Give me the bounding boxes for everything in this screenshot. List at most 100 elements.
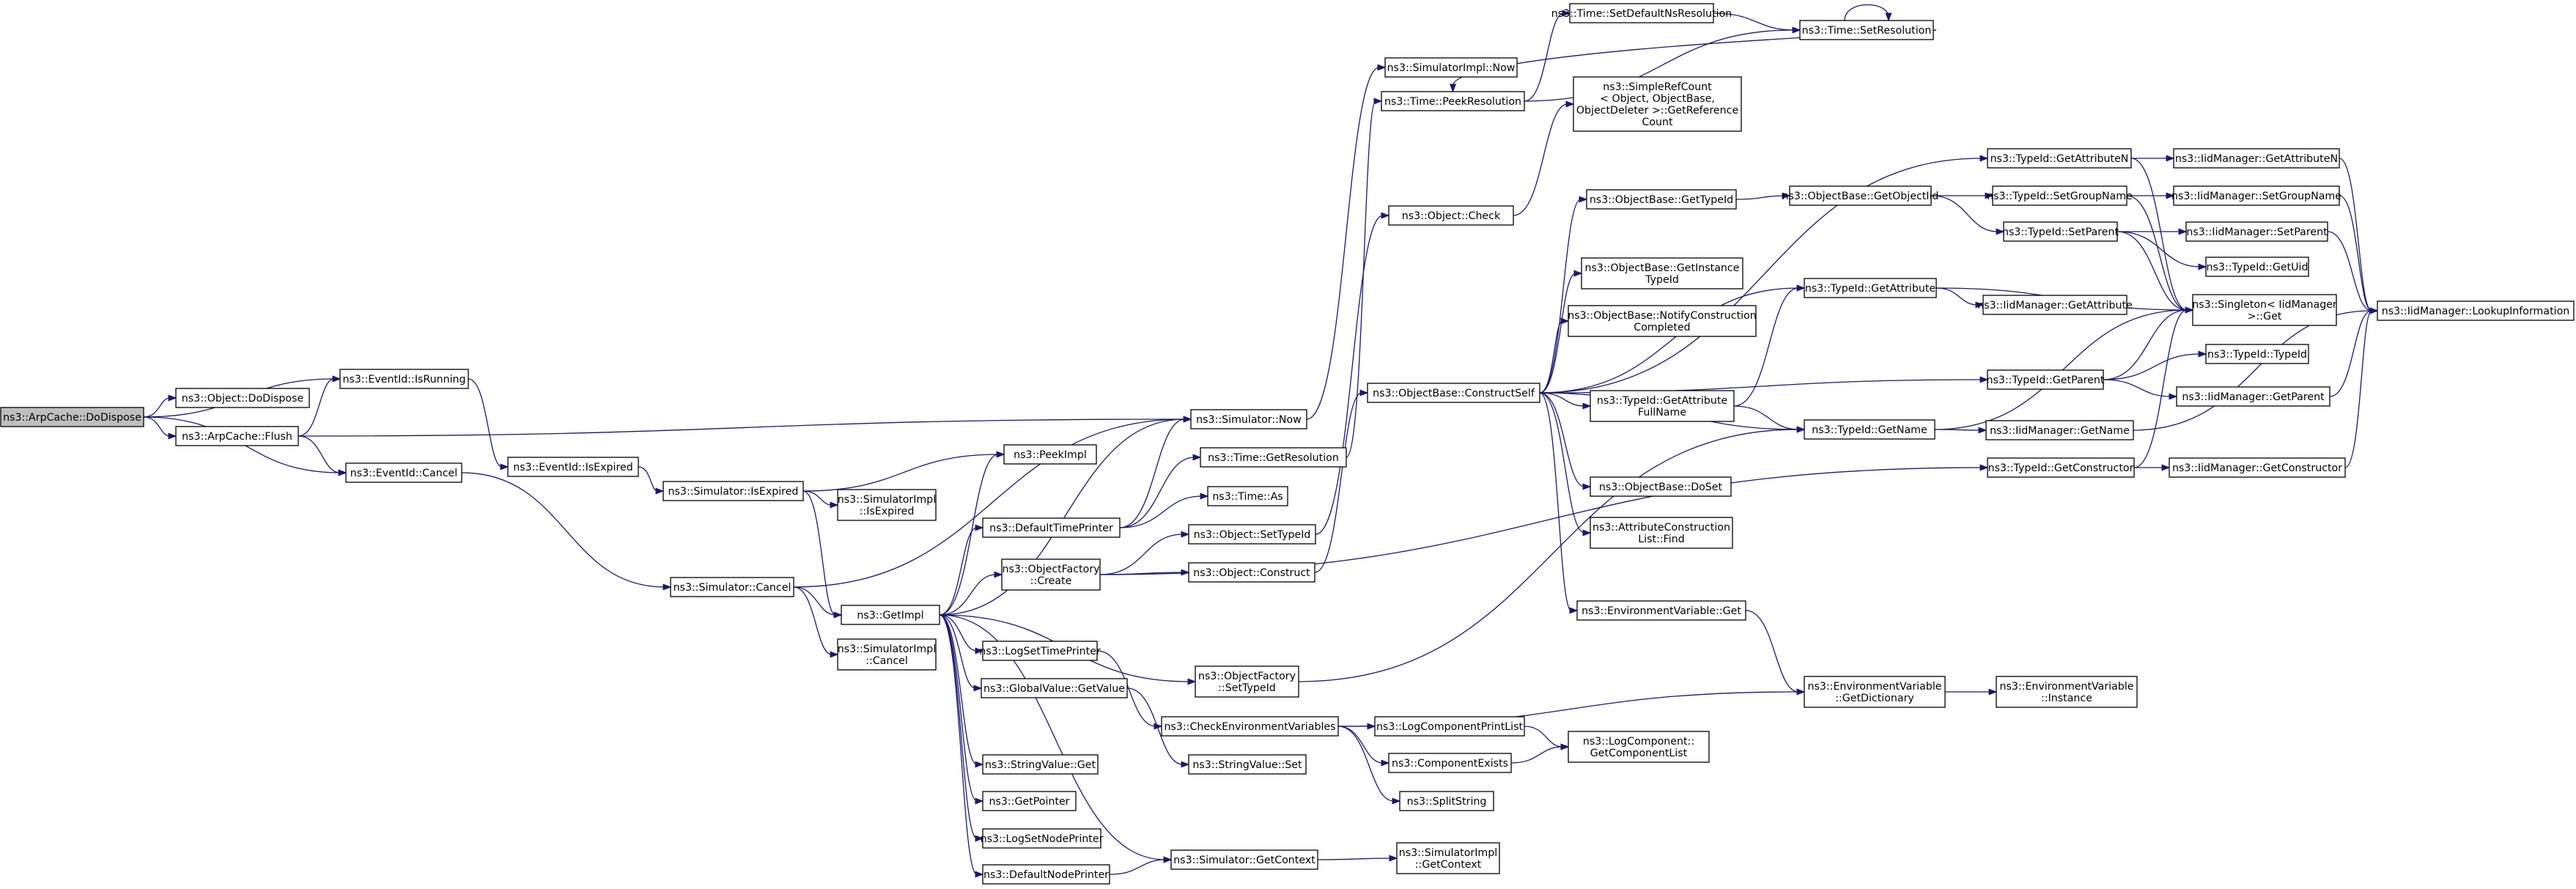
node-label: ns3::TypeId::GetConstructor — [1988, 462, 2134, 474]
graph-node[interactable]: ns3::Simulator::GetContext — [1170, 849, 1318, 870]
node-box — [1001, 558, 1101, 591]
node-label: ns3::GlobalValue::GetValue — [983, 683, 1125, 695]
graph-node[interactable]: ns3::PeekImpl — [1003, 444, 1097, 465]
graph-node[interactable]: ns3::Simulator::Cancel — [670, 577, 794, 597]
graph-node[interactable]: ns3::GlobalValue::GetValue — [981, 678, 1128, 698]
graph-node[interactable]: ns3::TypeId::TypeId — [2205, 344, 2309, 364]
graph-node[interactable]: ns3::SimpleRefCount< Object, ObjectBase,… — [1573, 76, 1742, 132]
edge-arrowhead — [1979, 155, 1989, 162]
edge-arrowhead — [1562, 10, 1571, 17]
edge-path — [793, 586, 833, 655]
graph-node[interactable]: ns3::ObjectBase::ConstructSelf — [1367, 383, 1540, 403]
graph-node[interactable]: ns3::TypeId::GetUid — [2205, 257, 2309, 277]
graph-node[interactable]: ns3::Time::PeekResolution — [1381, 91, 1525, 111]
graph-node[interactable]: ns3::StringValue::Get — [982, 754, 1099, 775]
graph-edge — [298, 416, 1192, 437]
node-label: ns3::ObjectFactory — [1003, 564, 1100, 575]
node-label: ns3::ArpCache::Flush — [182, 431, 292, 443]
graph-node[interactable]: ns3::IidManager::GetParent — [2176, 386, 2330, 407]
graph-node[interactable]: ns3::Simulator::IsExpired — [663, 481, 804, 501]
graph-node[interactable]: ns3::LogComponentPrintList — [1374, 716, 1525, 737]
edge-arrowhead — [1975, 301, 1985, 309]
graph-node[interactable]: ns3::SimulatorImpl::Now — [1384, 57, 1518, 78]
graph-node[interactable]: ns3::CheckEnvironmentVariables — [1161, 716, 1339, 737]
graph-node[interactable]: ns3::GetImpl — [841, 605, 940, 625]
graph-node[interactable]: ns3::SplitString — [1399, 791, 1494, 811]
graph-node[interactable]: ns3::TypeId::GetParent — [1986, 369, 2105, 390]
graph-edge — [1109, 856, 1173, 875]
graph-node[interactable]: ns3::TypeId::GetConstructor — [1987, 457, 2135, 478]
graph-node[interactable]: ns3::ObjectFactory::Create — [1001, 558, 1101, 591]
graph-node[interactable]: ns3::DefaultTimePrinter — [982, 517, 1121, 538]
edge-path — [2126, 195, 2188, 311]
graph-node[interactable]: ns3::Object::Check — [1388, 205, 1514, 226]
graph-node[interactable]: ns3::IidManager::SetGroupName — [2171, 185, 2341, 206]
graph-node[interactable]: ns3::LogSetTimePrinter — [979, 641, 1101, 661]
graph-node[interactable]: ns3::GetPointer — [982, 791, 1077, 811]
graph-node[interactable]: ns3::Object::SetTypeId — [1188, 524, 1316, 545]
graph-edge — [802, 490, 843, 619]
graph-node[interactable]: ns3::SimulatorImpl::GetContext — [1396, 842, 1500, 874]
graph-node[interactable]: ns3::IidManager::LookupInformation — [2377, 300, 2575, 321]
edge-arrowhead — [1565, 100, 1575, 108]
graph-node[interactable]: ns3::EnvironmentVariable::Instance — [1996, 676, 2138, 708]
graph-node[interactable]: ns3::IidManager::GetConstructor — [2169, 457, 2346, 478]
node-label: ns3::ObjectBase::ConstructSelf — [1373, 388, 1535, 399]
graph-node[interactable]: ns3::TypeId::GetName — [1804, 419, 1935, 440]
graph-node[interactable]: ns3::EnvironmentVariable::GetDictionary — [1804, 676, 1946, 708]
graph-node[interactable]: ns3::LogSetNodePrinter — [981, 828, 1104, 849]
node-box — [1388, 753, 1512, 773]
edge-arrowhead — [975, 761, 984, 768]
graph-node[interactable]: ns3::EventId::IsRunning — [339, 369, 469, 389]
graph-node[interactable]: ns3::Object::DoDispose — [175, 388, 310, 408]
edge-arrowhead — [1988, 688, 1998, 696]
graph-node[interactable]: ns3::ObjectBase::GetTypeId — [1586, 189, 1737, 210]
graph-node[interactable]: ns3::Time::As — [1207, 486, 1288, 506]
graph-node[interactable]: ns3::ArpCache::Flush — [175, 426, 299, 446]
graph-edge — [1510, 743, 1570, 764]
graph-node[interactable]: ns3::EventId::Cancel — [345, 462, 462, 483]
graph-node[interactable]: ns3::SimulatorImpl::Cancel — [837, 638, 937, 671]
graph-node[interactable]: ns3::IidManager::GetAttribute — [1977, 295, 2133, 315]
graph-node[interactable]: ns3::DefaultNodePrinter — [982, 864, 1110, 885]
edge-path — [939, 614, 976, 689]
graph-node[interactable]: ns3::ObjectBase::NotifyConstructionCompl… — [1568, 305, 1757, 337]
node-box — [1207, 486, 1288, 506]
graph-node[interactable]: ns3::TypeId::SetGroupName — [1987, 185, 2133, 206]
node-box — [1590, 517, 1733, 549]
edge-arrowhead — [168, 432, 177, 440]
graph-node[interactable]: ns3::ArpCache::DoDispose — [0, 407, 144, 427]
graph-node[interactable]: ns3::Singleton< IidManager >::Get — [2192, 294, 2337, 326]
edge-arrowhead — [833, 611, 843, 619]
edge-path — [939, 614, 978, 875]
graph-node[interactable]: ns3::IidManager::GetAttributeN — [2173, 148, 2340, 169]
graph-node[interactable]: ns3::TypeId::GetAttribute — [1804, 278, 1937, 298]
graph-node[interactable]: ns3::IidManager::GetName — [1985, 420, 2134, 440]
edge-arrowhead — [1181, 531, 1190, 538]
graph-node[interactable]: ns3::ComponentExists — [1388, 753, 1512, 773]
graph-node[interactable]: ns3::StringValue::Set — [1188, 754, 1307, 775]
graph-node[interactable]: ns3::ObjectBase::DoSet — [1590, 476, 1732, 497]
graph-node[interactable]: ns3::LogComponent::GetComponentList — [1568, 731, 1710, 763]
node-label: ns3::Singleton< IidManager — [2192, 299, 2337, 311]
graph-node[interactable]: ns3::Time::SetResolution — [1799, 20, 1934, 40]
node-label: ns3::EnvironmentVariable — [1807, 681, 1941, 693]
node-label: ::SetTypeId — [1218, 682, 1276, 694]
graph-node[interactable]: ns3::Time::GetResolution — [1200, 447, 1347, 468]
edge-arrowhead — [1582, 402, 1592, 410]
graph-node[interactable]: ns3::TypeId::GetAttributeN — [1987, 148, 2132, 169]
graph-node[interactable]: ns3::Object::Construct — [1188, 562, 1315, 583]
graph-node[interactable]: ns3::ObjectBase::GetObjectIid — [1782, 185, 1939, 206]
graph-node[interactable]: ns3::Time::SetDefaultNsResolution — [1551, 3, 1732, 23]
graph-node[interactable]: ns3::Simulator::Now — [1190, 409, 1307, 429]
graph-node[interactable]: ns3::IidManager::SetParent — [2185, 221, 2328, 242]
graph-node[interactable]: ns3::EventId::IsExpired — [507, 457, 639, 477]
graph-node[interactable]: ns3::TypeId::SetParent — [2002, 221, 2119, 242]
graph-node[interactable]: ns3::SimulatorImpl::IsExpired — [837, 489, 937, 521]
graph-node[interactable]: ns3::ObjectFactory::SetTypeId — [1195, 665, 1299, 698]
graph-node[interactable]: ns3::EnvironmentVariable::Get — [1576, 600, 1746, 621]
node-box — [1987, 457, 2135, 478]
